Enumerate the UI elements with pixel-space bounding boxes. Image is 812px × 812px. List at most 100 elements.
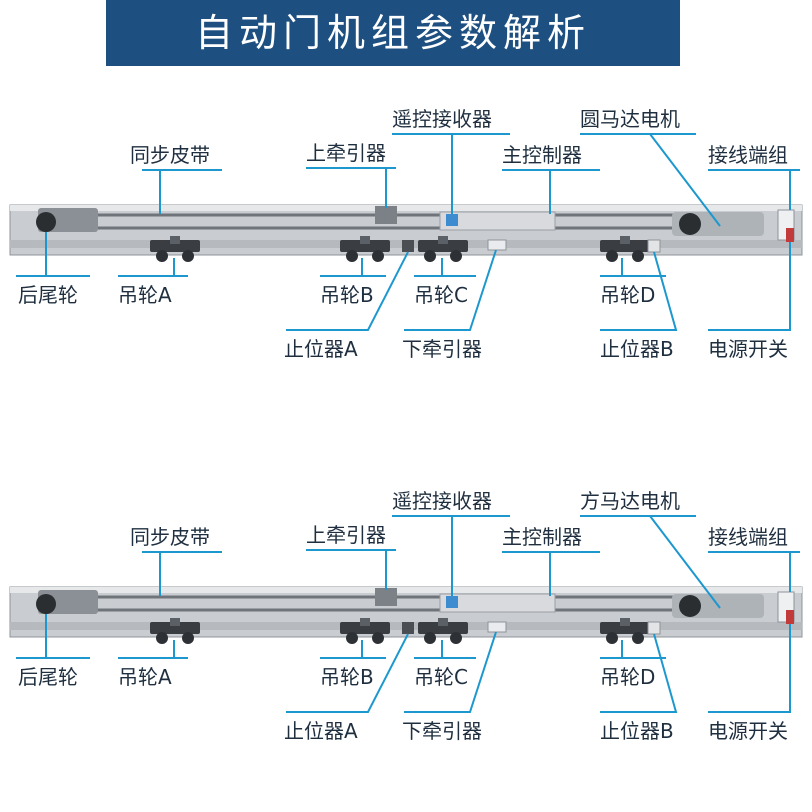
label-lower-traction: 下牵引器 bbox=[402, 337, 482, 361]
label-terminal: 接线端组 bbox=[708, 143, 788, 167]
power-switch-body bbox=[786, 610, 794, 624]
upper-traction-block bbox=[375, 206, 397, 224]
receiver-module bbox=[446, 596, 458, 608]
hanger-d-bolt bbox=[620, 618, 630, 626]
rail-top-edge bbox=[10, 205, 802, 211]
label-sync-belt: 同步皮带 bbox=[130, 143, 210, 167]
hanger-b-wheel-right bbox=[372, 250, 384, 262]
hanger-a bbox=[150, 236, 200, 262]
label-lower-traction: 下牵引器 bbox=[402, 719, 482, 743]
label-hanger-d: 吊轮D bbox=[600, 665, 655, 689]
tail-wheel bbox=[36, 212, 56, 232]
hanger-d-wheel-right bbox=[632, 632, 644, 644]
hanger-a-wheel-left bbox=[156, 250, 168, 262]
page-title: 自动门机组参数解析 bbox=[194, 11, 591, 55]
label-power-switch: 电源开关 bbox=[708, 337, 788, 361]
hanger-a-plate bbox=[150, 622, 200, 634]
hanger-d-wheel-left bbox=[606, 632, 618, 644]
hanger-b-bolt bbox=[360, 618, 370, 626]
hanger-b-wheel-left bbox=[346, 250, 358, 262]
label-power-switch: 电源开关 bbox=[708, 719, 788, 743]
hanger-a-plate bbox=[150, 240, 200, 252]
label-terminal: 接线端组 bbox=[708, 525, 788, 549]
hanger-a-bolt bbox=[170, 236, 180, 244]
label-controller: 主控制器 bbox=[502, 525, 582, 549]
label-stopper-a: 止位器A bbox=[284, 337, 358, 361]
hanger-c-bolt bbox=[438, 236, 448, 244]
label-controller: 主控制器 bbox=[502, 143, 582, 167]
hanger-c-bolt bbox=[438, 618, 448, 626]
tail-wheel bbox=[36, 594, 56, 614]
title-banner: 自动门机组参数解析 bbox=[106, 0, 680, 66]
lower-traction-block bbox=[487, 621, 507, 633]
label-tail-wheel: 后尾轮 bbox=[18, 665, 78, 689]
hanger-c bbox=[418, 618, 468, 644]
upper-traction-leader bbox=[306, 549, 396, 590]
label-motor: 圆马达电机 bbox=[580, 107, 680, 131]
label-tail-wheel: 后尾轮 bbox=[18, 283, 78, 307]
motor-leader bbox=[580, 133, 721, 227]
stopper-b-leader bbox=[600, 633, 678, 713]
hanger-d bbox=[600, 236, 650, 262]
hanger-c bbox=[418, 236, 468, 262]
terminal-leader bbox=[708, 551, 800, 592]
label-hanger-b: 吊轮B bbox=[320, 665, 374, 689]
label-receiver: 遥控接收器 bbox=[392, 489, 492, 513]
lower-traction-leader bbox=[404, 249, 497, 331]
label-motor: 方马达电机 bbox=[580, 489, 680, 513]
label-hanger-b: 吊轮B bbox=[320, 283, 374, 307]
lower-traction-block bbox=[487, 239, 507, 251]
label-upper-traction: 上牵引器 bbox=[306, 141, 386, 165]
label-upper-traction: 上牵引器 bbox=[306, 523, 386, 547]
hanger-c-wheel-right bbox=[450, 250, 462, 262]
controller-housing bbox=[439, 211, 556, 231]
stopper-b-block bbox=[647, 239, 661, 253]
label-sync-belt: 同步皮带 bbox=[130, 525, 210, 549]
hanger-b-wheel-right bbox=[372, 632, 384, 644]
hanger-a bbox=[150, 618, 200, 644]
receiver-module bbox=[446, 214, 458, 226]
label-hanger-a: 吊轮A bbox=[118, 283, 172, 307]
hanger-d-plate bbox=[600, 240, 650, 252]
label-hanger-d: 吊轮D bbox=[600, 283, 655, 307]
label-stopper-a: 止位器A bbox=[284, 719, 358, 743]
label-receiver: 遥控接收器 bbox=[392, 107, 492, 131]
stopper-a-block bbox=[402, 622, 414, 634]
hanger-c-wheel-right bbox=[450, 632, 462, 644]
label-stopper-b: 止位器B bbox=[600, 719, 674, 743]
hanger-b-wheel-left bbox=[346, 632, 358, 644]
label-stopper-b: 止位器B bbox=[600, 337, 674, 361]
lower-traction-leader bbox=[404, 631, 497, 713]
stopper-a-block bbox=[402, 240, 414, 252]
drive-pulley bbox=[679, 595, 701, 617]
hanger-d-plate bbox=[600, 622, 650, 634]
stopper-b-leader bbox=[600, 251, 678, 331]
hanger-c-plate bbox=[418, 622, 468, 634]
hanger-b-bolt bbox=[360, 236, 370, 244]
upper-traction-leader bbox=[306, 167, 396, 208]
hanger-a-wheel-right bbox=[182, 250, 194, 262]
hanger-c-wheel-left bbox=[424, 250, 436, 262]
hanger-b-plate bbox=[340, 622, 390, 634]
label-hanger-a: 吊轮A bbox=[118, 665, 172, 689]
hanger-d-wheel-right bbox=[632, 250, 644, 262]
power-switch-leader bbox=[708, 624, 791, 713]
hanger-b bbox=[340, 618, 390, 644]
hanger-d bbox=[600, 618, 650, 644]
hanger-a-bolt bbox=[170, 618, 180, 626]
upper-traction-block bbox=[375, 588, 397, 606]
label-hanger-c: 吊轮C bbox=[414, 665, 468, 689]
hanger-d-bolt bbox=[620, 236, 630, 244]
power-switch-leader bbox=[708, 242, 791, 331]
hanger-d-wheel-left bbox=[606, 250, 618, 262]
stopper-a-leader bbox=[286, 633, 409, 713]
hanger-b bbox=[340, 236, 390, 262]
controller-housing bbox=[439, 593, 556, 613]
hanger-c-wheel-left bbox=[424, 632, 436, 644]
terminal-leader bbox=[708, 169, 800, 210]
drive-pulley bbox=[679, 213, 701, 235]
stopper-b-block bbox=[647, 621, 661, 635]
